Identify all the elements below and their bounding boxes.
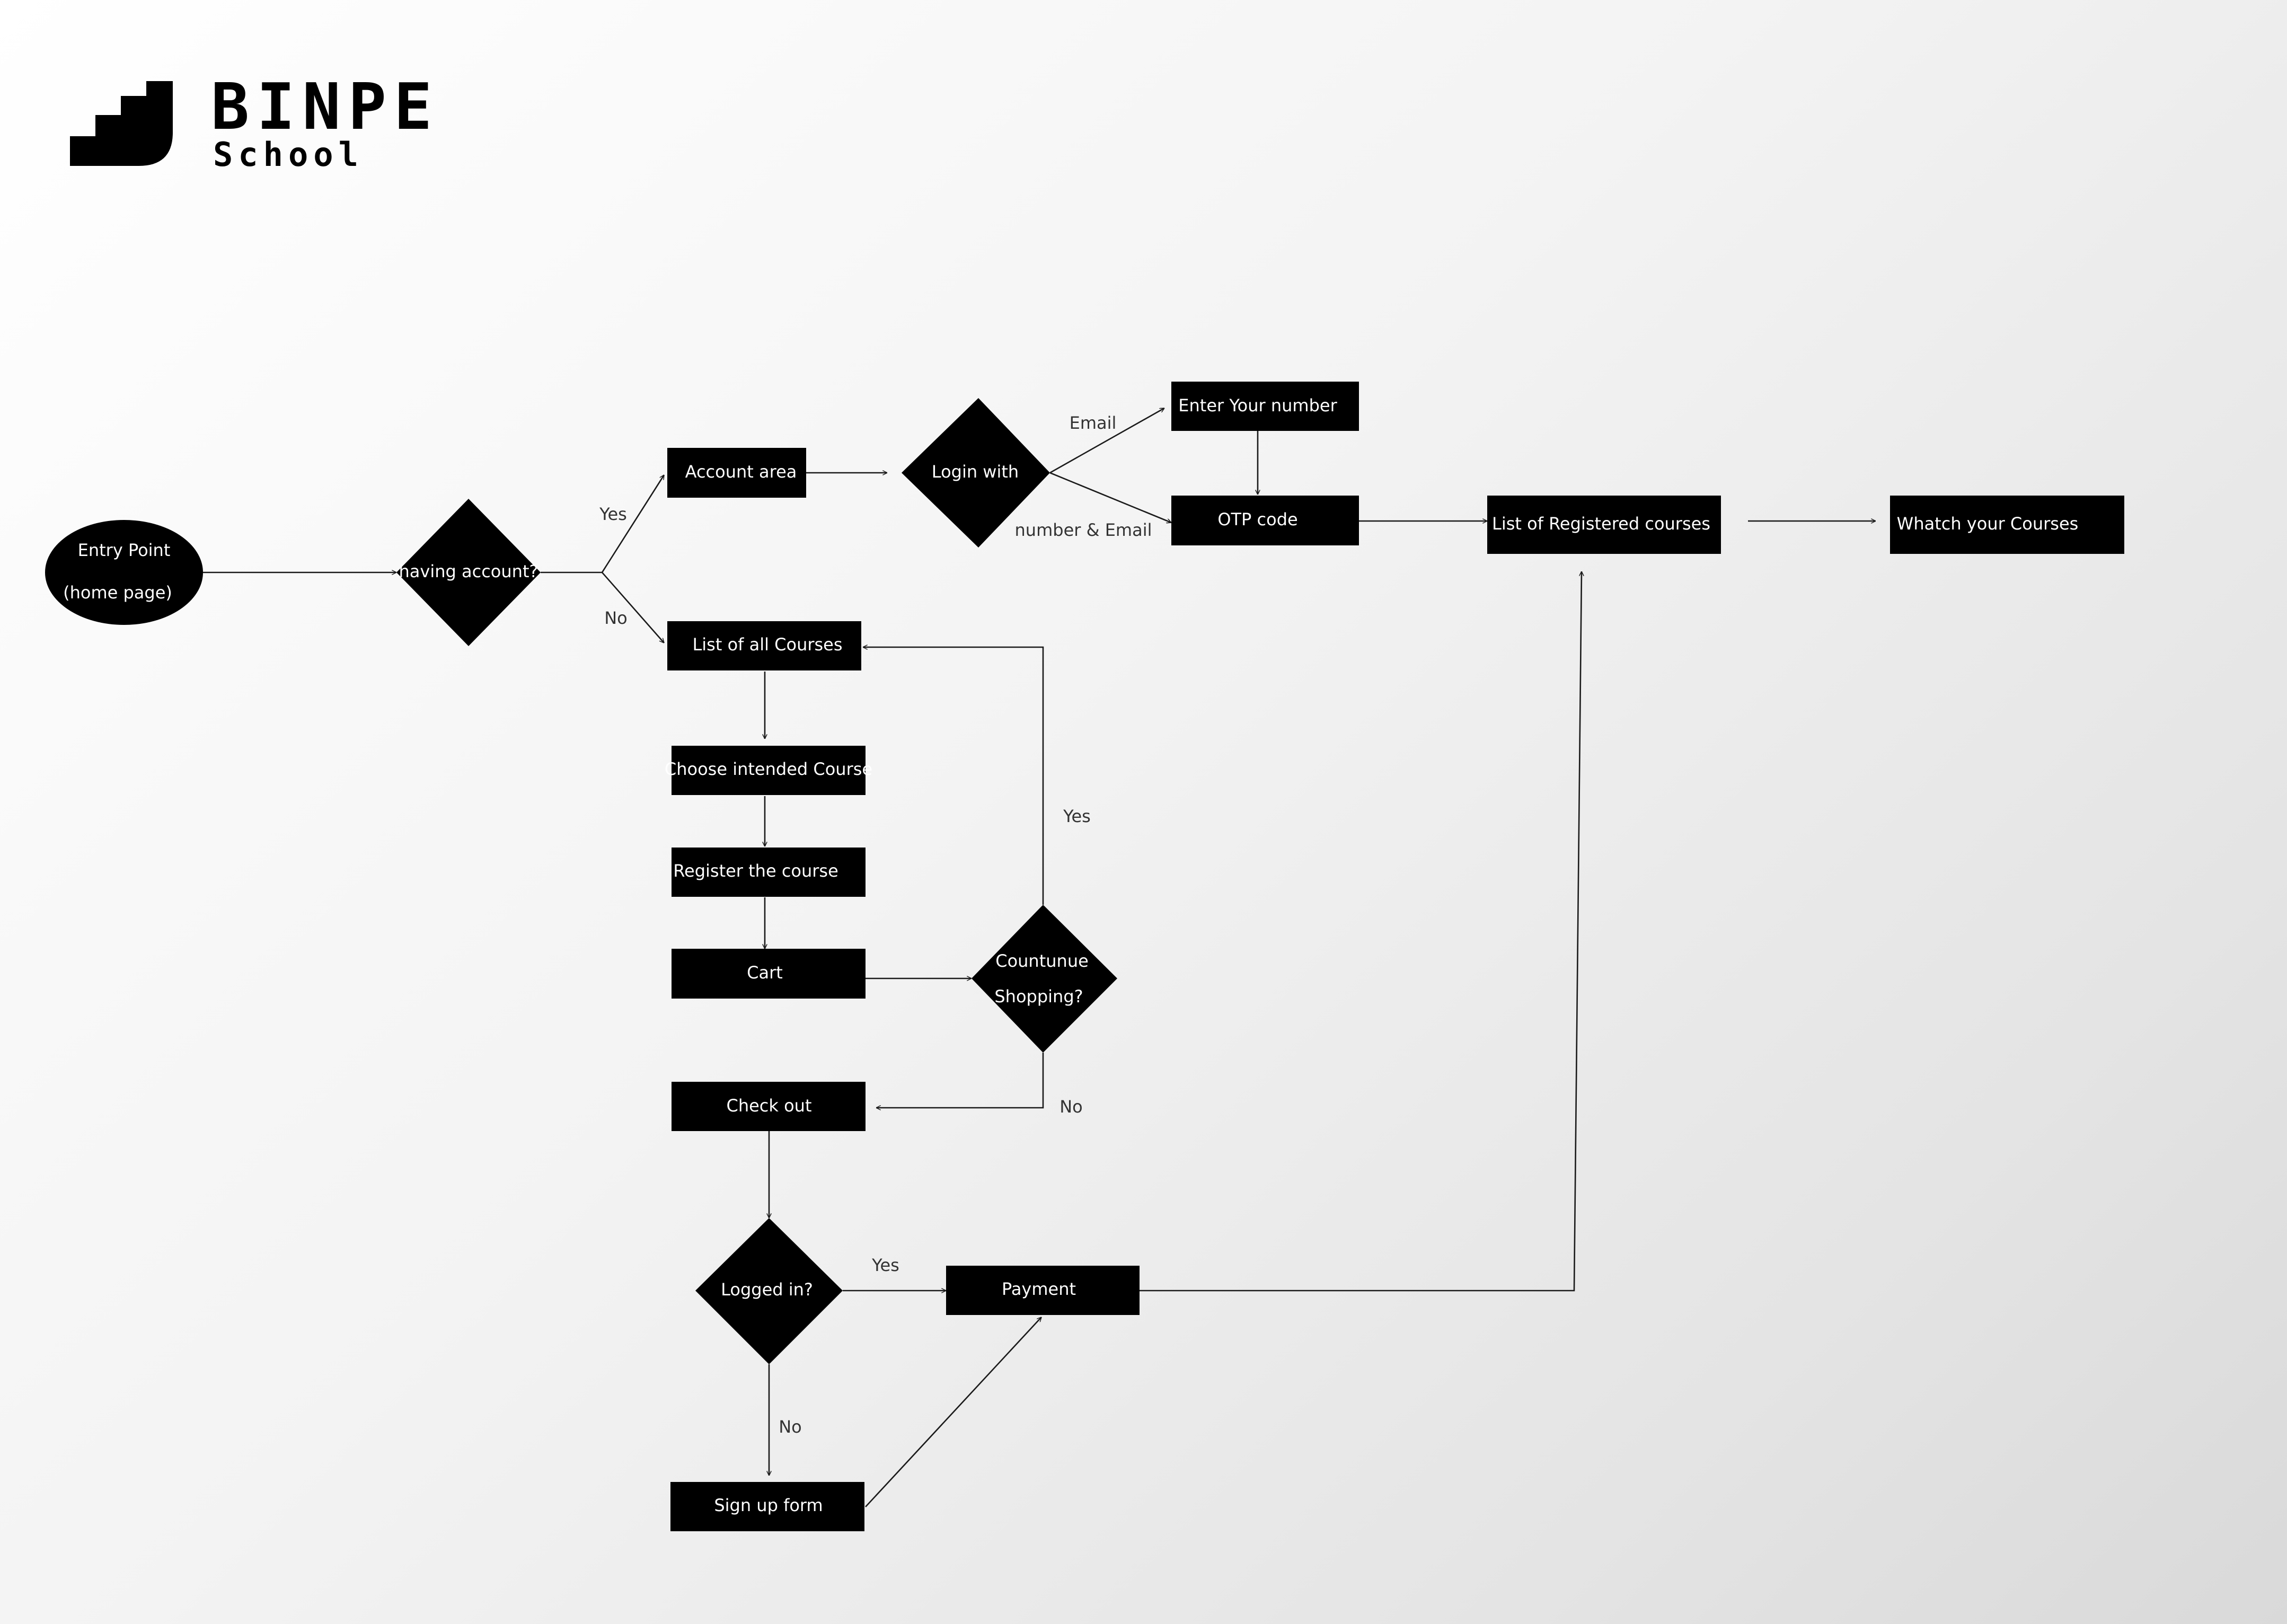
edge-continue-no	[876, 1053, 1044, 1108]
label-continue-no: No	[1059, 1097, 1083, 1117]
node-watch-your-courses[interactable]: Whatch your Courses	[1890, 496, 2124, 554]
node-account-area[interactable]: Account area	[667, 448, 806, 498]
register-course-label: Register the course	[673, 861, 838, 881]
edges	[203, 407, 1876, 1507]
logged-in-label: Logged in?	[721, 1279, 813, 1300]
node-cart[interactable]: Cart	[672, 949, 866, 999]
node-payment[interactable]: Payment	[946, 1266, 1140, 1315]
node-register-course[interactable]: Register the course	[672, 848, 866, 897]
enter-your-number-label: Enter Your number	[1178, 395, 1337, 416]
edge-signup-to-payment	[865, 1317, 1041, 1507]
node-logged-in[interactable]: Logged in?	[695, 1218, 843, 1364]
label-logged-yes: Yes	[871, 1255, 899, 1275]
continue-shopping-line1: Countunue	[995, 951, 1089, 971]
cart-label: Cart	[747, 963, 783, 983]
entry-point-line1: Entry Point	[78, 540, 171, 560]
continue-shopping-line2: Shopping?	[994, 986, 1083, 1007]
edge-labels: Yes No Email number & Email Yes No Yes N…	[599, 413, 1152, 1437]
choose-course-label: Choose intended Course	[665, 759, 872, 779]
node-continue-shopping[interactable]: Countunue Shopping?	[972, 905, 1117, 1053]
node-login-with[interactable]: Login with	[902, 398, 1050, 548]
all-courses-label: List of all Courses	[692, 634, 842, 655]
node-having-account[interactable]: having account?	[396, 499, 541, 646]
edge-continue-yes	[863, 647, 1044, 905]
label-login-email: Email	[1070, 413, 1117, 433]
edge-payment-to-registered	[1140, 571, 1582, 1292]
label-account-no: No	[604, 608, 628, 628]
registered-courses-label: List of Registered courses	[1492, 514, 1710, 534]
brand-subtitle: School	[213, 135, 364, 174]
login-with-label: Login with	[932, 462, 1019, 482]
edge-login-number-email	[1049, 472, 1171, 523]
brand-logo: BINPE School	[70, 70, 439, 174]
stairs-icon	[70, 81, 173, 166]
sign-up-form-label: Sign up form	[714, 1495, 823, 1515]
label-login-number-email: number & Email	[1015, 520, 1152, 540]
account-area-label: Account area	[685, 462, 797, 482]
node-sign-up-form[interactable]: Sign up form	[670, 1482, 864, 1531]
payment-label: Payment	[1002, 1279, 1076, 1299]
having-account-label: having account?	[399, 561, 538, 581]
node-check-out[interactable]: Check out	[672, 1082, 866, 1131]
label-account-yes: Yes	[599, 504, 627, 524]
edge-no-to-all-courses	[602, 572, 664, 643]
node-all-courses[interactable]: List of all Courses	[667, 621, 861, 670]
entry-point-line2: (home page)	[63, 582, 172, 603]
edge-login-email	[1049, 407, 1164, 474]
node-choose-course[interactable]: Choose intended Course	[665, 746, 872, 795]
node-entry-point[interactable]: Entry Point (home page)	[45, 520, 203, 625]
watch-your-courses-label: Whatch your Courses	[1897, 514, 2079, 534]
label-logged-no: No	[779, 1417, 802, 1437]
label-continue-yes: Yes	[1063, 806, 1091, 826]
brand-name: BINPE	[211, 70, 439, 144]
check-out-label: Check out	[726, 1096, 811, 1116]
edge-yes-to-account-area	[601, 475, 665, 573]
otp-code-label: OTP code	[1217, 509, 1297, 529]
node-registered-courses[interactable]: List of Registered courses	[1487, 496, 1721, 554]
node-enter-your-number[interactable]: Enter Your number	[1171, 382, 1359, 431]
node-otp-code[interactable]: OTP code	[1171, 496, 1359, 545]
